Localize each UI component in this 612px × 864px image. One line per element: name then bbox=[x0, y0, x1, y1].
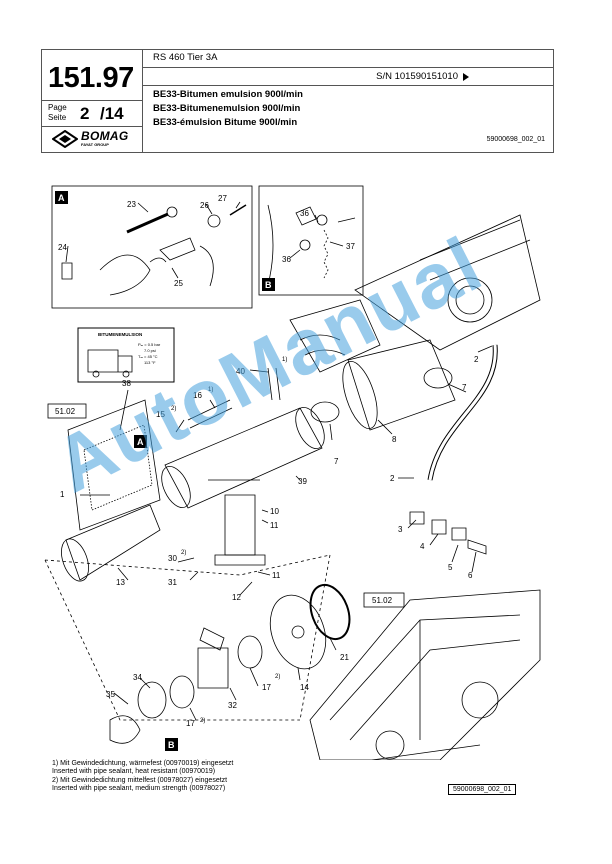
part-label-34: 34 bbox=[133, 673, 142, 682]
brand-subtitle: FAYAT GROUP bbox=[81, 142, 109, 147]
part-label-30: 30 bbox=[168, 554, 177, 563]
brand-name: BOMAG bbox=[81, 129, 129, 143]
part-label-8: 8 bbox=[392, 435, 397, 444]
decal-line-4: 113 °F bbox=[144, 360, 156, 365]
part-label-16: 16 bbox=[193, 391, 202, 400]
part-label-21: 21 bbox=[340, 653, 349, 662]
part-label-36-2: 36 bbox=[282, 255, 291, 264]
detail-b-label: B bbox=[265, 280, 272, 290]
part-label-4: 4 bbox=[420, 542, 425, 551]
footnote-1-de: 1) Mit Gewindedichtung, wärmefest (00970… bbox=[52, 760, 234, 767]
titles-block: BE33-Bitumen emulsion 900l/min BE33-Bitu… bbox=[143, 85, 553, 143]
part-label-40: 40 bbox=[236, 367, 245, 376]
doc-reference: 59000698_002_01 bbox=[486, 136, 545, 143]
part-label-6: 6 bbox=[468, 571, 473, 580]
part-label-32: 32 bbox=[228, 701, 237, 710]
footnote-mark-40: 1) bbox=[282, 357, 287, 363]
ref-box-2-frame bbox=[363, 592, 405, 608]
ref-box-2-label: 51.02 bbox=[372, 596, 393, 605]
part-label-23: 23 bbox=[127, 200, 136, 209]
page-current: 2 bbox=[80, 104, 90, 123]
part-label-13: 13 bbox=[116, 578, 125, 587]
part-label-24: 24 bbox=[58, 243, 67, 252]
part-label-7: 7 bbox=[462, 383, 467, 392]
part-label-26: 26 bbox=[200, 201, 209, 210]
ref-box-1-label: 51.02 bbox=[55, 407, 76, 416]
serial-row: S/N 101590151010 bbox=[143, 67, 553, 86]
part-label-2-2: 2 bbox=[474, 355, 479, 364]
part-label-15: 15 bbox=[156, 410, 165, 419]
part-label-37: 37 bbox=[346, 242, 355, 251]
footnote-mark-30: 2) bbox=[181, 550, 186, 556]
exploded-parts-diagram: A B A B 51.02 51.02 BITUMENEMULSION Pₘ =… bbox=[44, 185, 541, 760]
part-label-27: 27 bbox=[218, 194, 227, 203]
part-label-3: 3 bbox=[398, 525, 403, 534]
page-total: /14 bbox=[100, 104, 124, 123]
detail-b-marker bbox=[262, 278, 275, 291]
detail-b-callout-label: B bbox=[168, 740, 175, 750]
footnotes: 1) Mit Gewindedichtung, wärmefest (00970… bbox=[52, 760, 233, 794]
part-label-1: 1 bbox=[60, 490, 65, 499]
part-label-7-2: 7 bbox=[334, 457, 339, 466]
part-number-labels: 1223456778101111121314151617172123242526… bbox=[58, 194, 479, 728]
part-label-38: 38 bbox=[122, 379, 131, 388]
machine-model: RS 460 Tier 3A bbox=[153, 52, 218, 63]
detail-a-callout-label: A bbox=[137, 437, 144, 447]
part-label-5: 5 bbox=[448, 563, 453, 572]
ref-box-1-frame bbox=[47, 403, 87, 419]
footnote-mark-16: 1) bbox=[208, 387, 213, 393]
detail-b-frame bbox=[258, 185, 364, 296]
part-label-10: 10 bbox=[270, 507, 279, 516]
section-number: 151.97 bbox=[48, 62, 134, 94]
triangle-right-icon bbox=[463, 73, 469, 81]
part-label-17-2: 17 bbox=[186, 719, 195, 728]
decal-line-1: Pₘ = 0.5 bar bbox=[138, 342, 161, 347]
figure-code: 59000698_002_01 bbox=[448, 784, 517, 795]
part-label-25: 25 bbox=[174, 279, 183, 288]
part-label-36: 36 bbox=[300, 209, 309, 218]
detail-a-frame bbox=[51, 185, 253, 309]
footnote-2-de: 2) Mit Gewindedichtung mittelfest (00978… bbox=[52, 776, 228, 784]
part-label-17: 17 bbox=[262, 683, 271, 692]
footnote-mark-17b: 2) bbox=[200, 718, 205, 724]
part-label-2: 2 bbox=[390, 474, 395, 483]
part-label-39: 39 bbox=[298, 477, 307, 486]
title-de: BE33-Bitumenemulsion 900l/min bbox=[153, 103, 301, 114]
detail-a-label: A bbox=[58, 193, 65, 203]
warning-decal bbox=[77, 327, 175, 383]
bomag-diamond-icon bbox=[52, 130, 78, 148]
part-label-11-2: 11 bbox=[272, 571, 281, 580]
serial-number: S/N 101590151010 bbox=[376, 71, 458, 82]
page-meta: RS 460 Tier 3A S/N 101590151010 BE33-Bit… bbox=[143, 50, 553, 152]
part-label-35: 35 bbox=[106, 690, 115, 699]
part-label-12: 12 bbox=[232, 593, 241, 602]
footnote-mark-17a: 2) bbox=[275, 674, 280, 680]
part-label-31: 31 bbox=[168, 578, 177, 587]
decal-line-2: 7.0 psi bbox=[144, 348, 156, 353]
detail-a-marker bbox=[55, 191, 68, 204]
detail-a-callout bbox=[134, 435, 147, 448]
part-label-11: 11 bbox=[270, 521, 279, 530]
brand-logo: BOMAG FAYAT GROUP bbox=[42, 126, 142, 152]
footnote-2-en: Inserted with pipe sealant, medium stren… bbox=[52, 785, 226, 793]
detail-b-callout bbox=[165, 738, 178, 751]
footnote-1-en: Inserted with pipe sealant, heat resista… bbox=[52, 768, 216, 776]
decal-line-3: Tₘ = 45 °C bbox=[138, 354, 158, 359]
decal-title: BITUMENEMULSION bbox=[98, 332, 142, 337]
title-en: BE33-Bitumen emulsion 900l/min bbox=[153, 89, 303, 100]
part-label-14: 14 bbox=[300, 683, 309, 692]
footnote-mark-15: 2) bbox=[171, 406, 176, 412]
title-fr: BE33-émulsion Bitume 900l/min bbox=[153, 117, 298, 128]
